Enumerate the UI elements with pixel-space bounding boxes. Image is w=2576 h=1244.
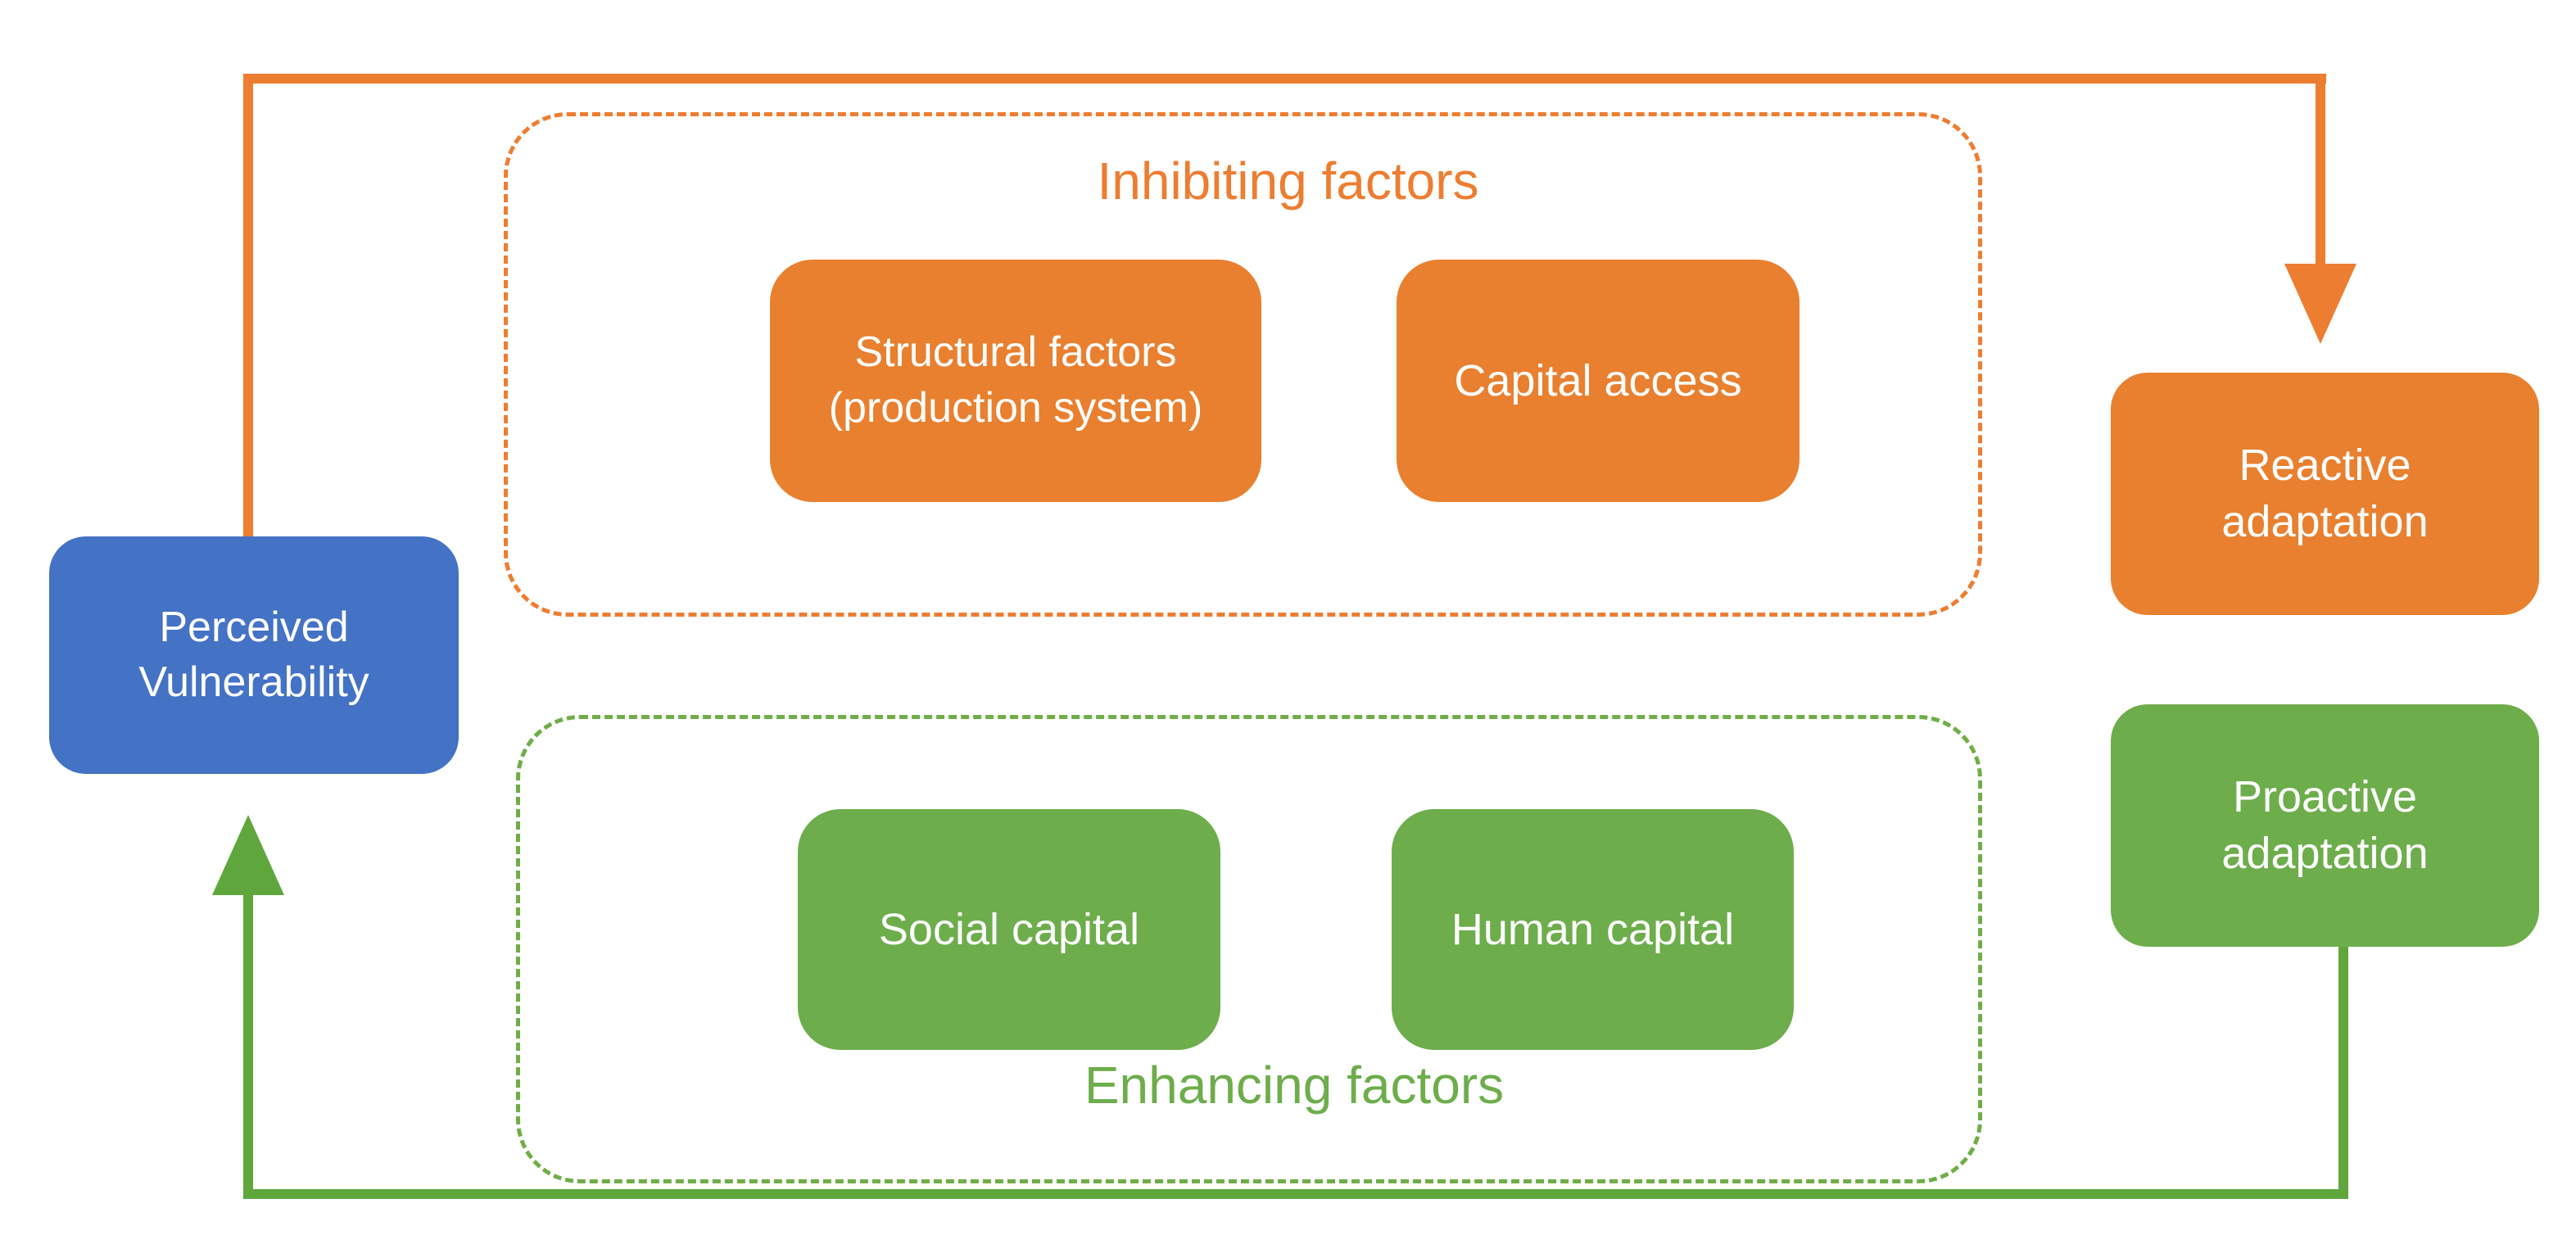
- green-arrow-left-vertical-segment: [243, 893, 253, 1199]
- proactive-adaptation-node: Proactive adaptation: [2111, 704, 2539, 947]
- green-arrow-right-vertical-segment: [2338, 942, 2348, 1199]
- inhibiting-factors-group: Inhibiting factors Structural factors (p…: [504, 112, 1982, 617]
- reactive-adaptation-node: Reactive adaptation: [2111, 373, 2539, 615]
- enhancing-factors-title: Enhancing factors: [1084, 1056, 1505, 1115]
- perceived-vulnerability-node: Perceived Vulnerability: [49, 536, 459, 774]
- human-capital-box: Human capital: [1392, 809, 1794, 1050]
- orange-arrow-top-horizontal-segment: [243, 74, 2326, 84]
- orange-arrowhead-down-icon: [2284, 264, 2356, 344]
- green-arrow-bottom-horizontal-segment: [243, 1189, 2348, 1199]
- capital-access-box: Capital access: [1397, 260, 1800, 502]
- inhibiting-factors-title: Inhibiting factors: [1097, 152, 1479, 210]
- orange-arrow-right-vertical-segment: [2316, 74, 2325, 266]
- green-arrowhead-up-icon: [212, 815, 284, 895]
- orange-arrow-left-vertical-segment: [243, 74, 253, 541]
- structural-factors-box: Structural factors (production system): [770, 260, 1261, 502]
- social-capital-box: Social capital: [798, 809, 1220, 1050]
- enhancing-factors-group: Social capital Human capital Enhancing f…: [516, 715, 1982, 1183]
